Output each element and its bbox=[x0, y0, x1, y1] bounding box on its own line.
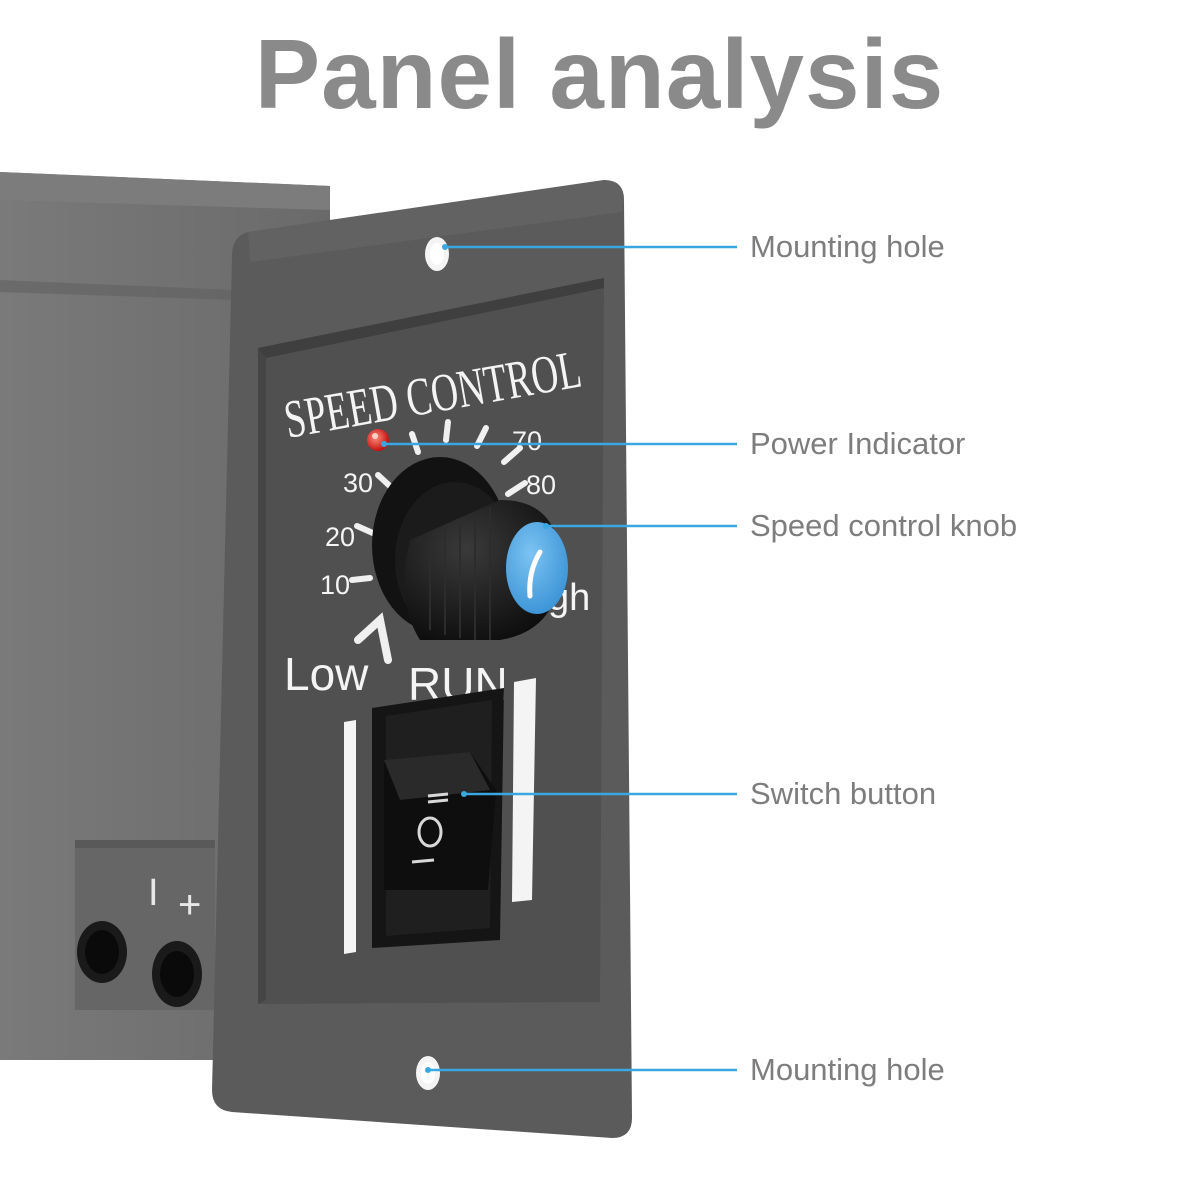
rocker-switch-graphic bbox=[372, 688, 504, 948]
terminal-plus-mark: + bbox=[178, 883, 201, 927]
dial-mark-80: 80 bbox=[526, 470, 556, 500]
dial-mark-10: 10 bbox=[320, 570, 350, 600]
switch-stripe-right bbox=[512, 678, 536, 902]
callout-lines bbox=[384, 245, 737, 1072]
callout-mounting-hole-top: Mounting hole bbox=[750, 229, 945, 264]
callout-switch-button: Switch button bbox=[750, 776, 937, 811]
mounting-hole-top-graphic bbox=[425, 237, 449, 271]
switch-stripe-left bbox=[344, 720, 356, 954]
terminal-minus-mark: I bbox=[148, 872, 159, 914]
terminal-holes bbox=[77, 921, 202, 1007]
power-led bbox=[367, 429, 389, 451]
low-label: Low bbox=[284, 648, 369, 700]
page-title: Panel analysis bbox=[254, 19, 945, 129]
dial-ticks bbox=[349, 419, 528, 583]
dial-mark-30: 30 bbox=[343, 468, 373, 498]
dial-mark-70: 70 bbox=[512, 426, 542, 456]
low-arrow bbox=[354, 612, 392, 664]
callout-dots bbox=[381, 244, 549, 1073]
callout-mounting-hole-bottom: Mounting hole bbox=[750, 1052, 945, 1087]
callout-power-indicator: Power Indicator bbox=[750, 426, 966, 461]
speed-control-knob-graphic bbox=[372, 457, 568, 640]
dial-mark-20: 20 bbox=[325, 522, 355, 552]
callout-speed-control-knob: Speed control knob bbox=[750, 508, 1018, 543]
